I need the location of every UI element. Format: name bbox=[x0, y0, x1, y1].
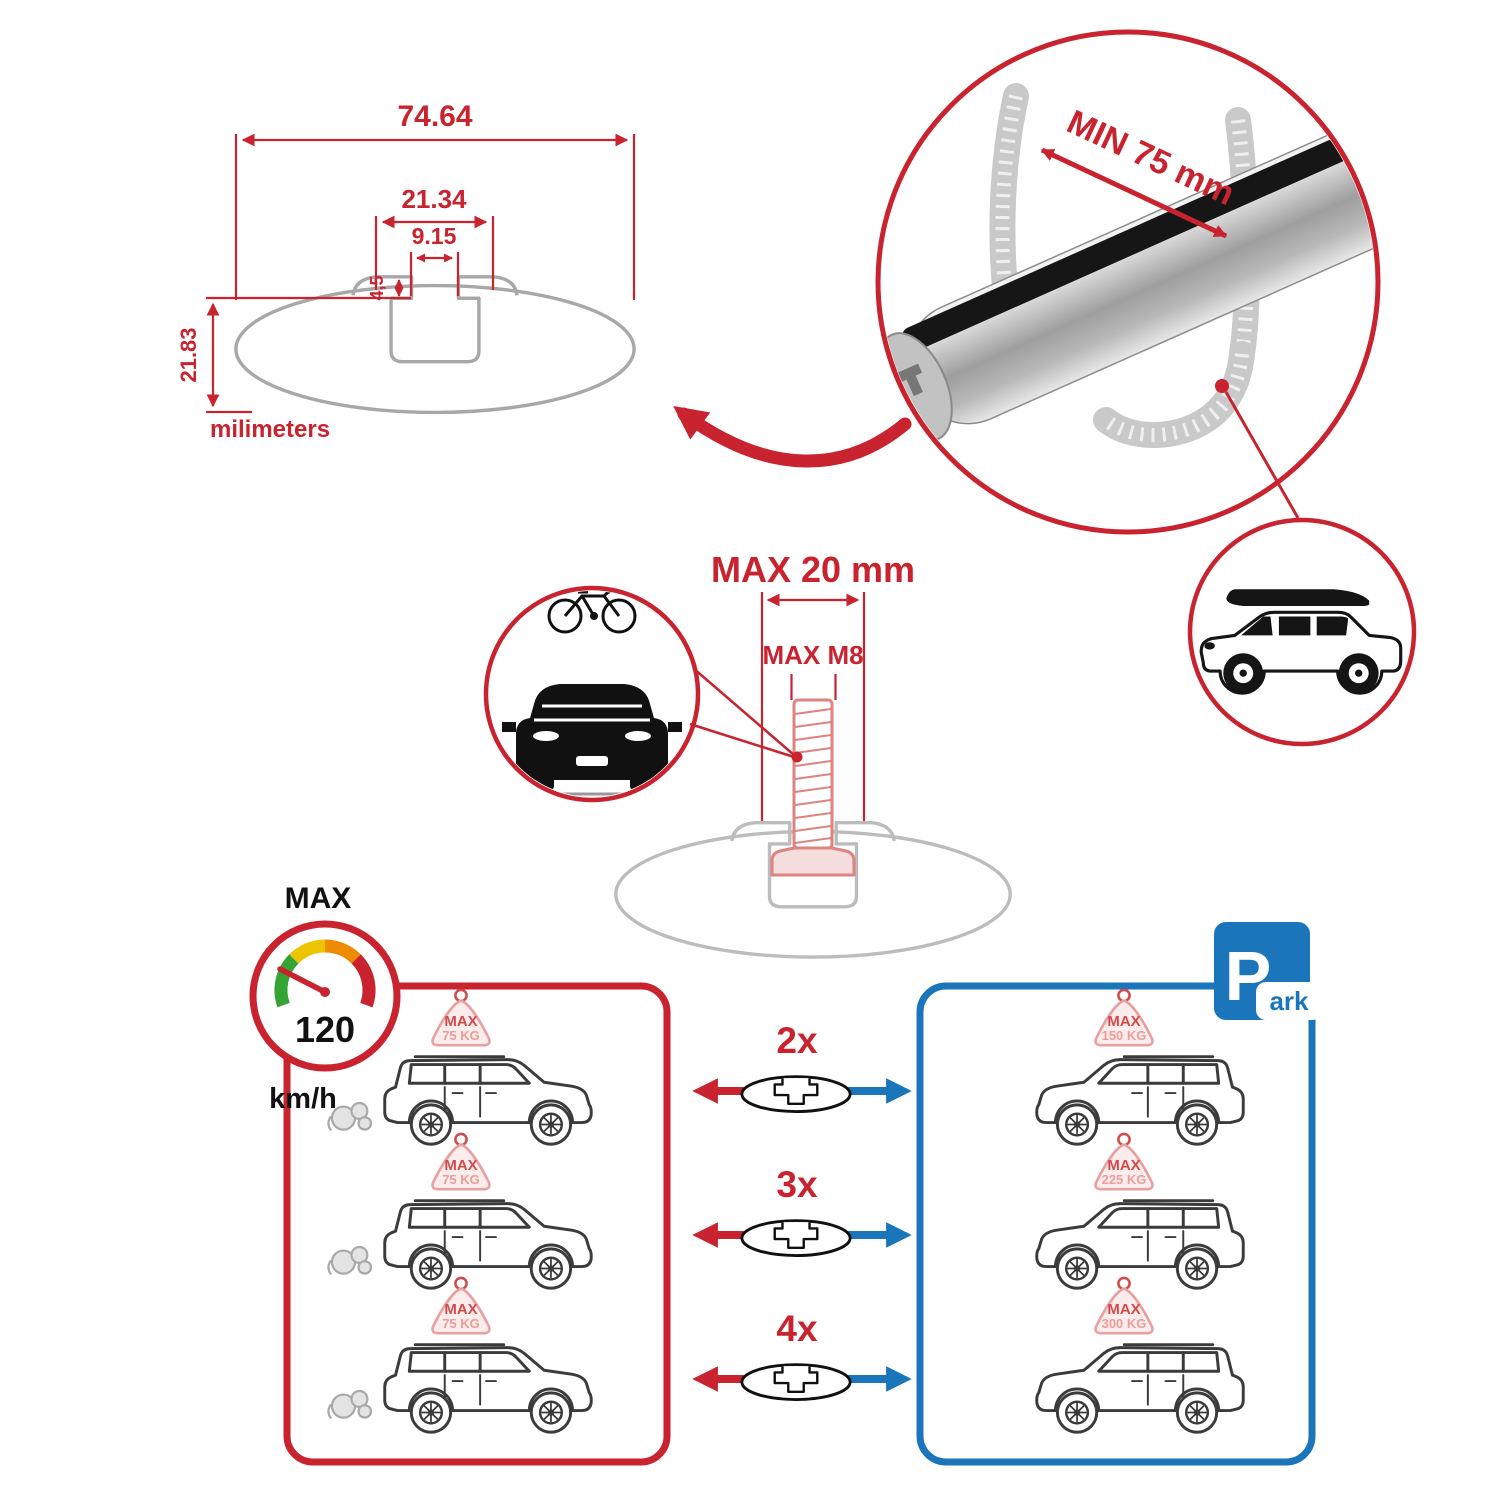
detail-arrow bbox=[673, 405, 912, 468]
badge-weight-label: 300 KG bbox=[1102, 1316, 1147, 1331]
ext-lines-channel-width bbox=[374, 216, 495, 290]
park-suffix: ark bbox=[1269, 986, 1309, 1016]
ext-lines-slot-width bbox=[409, 252, 460, 296]
max-thread-label: MAX M8 bbox=[762, 640, 863, 670]
bicycle bbox=[547, 591, 637, 634]
clamp-right-hook bbox=[1093, 341, 1255, 449]
bar-profile-icon bbox=[740, 1219, 852, 1257]
badge-weight-label: 75 KG bbox=[442, 1172, 480, 1187]
wheels bbox=[1223, 653, 1379, 694]
cross-section-diagram: 74.64 21.34 9.15 4,5 21.83 milimeters bbox=[176, 100, 636, 443]
dim-channel-width: 21.34 bbox=[401, 184, 467, 214]
bolt-threads bbox=[794, 708, 832, 844]
ext-lines-total-width bbox=[234, 134, 636, 300]
park-letter: P bbox=[1225, 937, 1272, 1015]
roofbox-car bbox=[1199, 589, 1403, 695]
ext-lines-20mm bbox=[760, 592, 866, 824]
badge-weight-label: 75 KG bbox=[442, 1028, 480, 1043]
bolt-t-head bbox=[770, 846, 856, 877]
speed-panel: MAX 75 KG MAX 75 KG MAX 75 KG bbox=[283, 982, 671, 1466]
callout-dot bbox=[1215, 379, 1229, 393]
ext-lines-m8 bbox=[790, 674, 837, 700]
headlight-right bbox=[625, 731, 651, 741]
bar-profile-icon bbox=[740, 1363, 852, 1401]
speed-value: 120 bbox=[295, 1009, 355, 1050]
conversion-rows: 2x 3x 4x bbox=[692, 1020, 912, 1401]
qty-label: 3x bbox=[776, 1164, 818, 1205]
bar-detail-circle: MIN 75 mm bbox=[875, 29, 1381, 535]
car-body bbox=[516, 684, 668, 780]
dim-total-width: 74.64 bbox=[397, 100, 472, 133]
qty-label: 4x bbox=[776, 1308, 818, 1349]
headlight-left bbox=[533, 731, 559, 741]
circle-connector-line bbox=[1224, 391, 1300, 519]
roof-box bbox=[1226, 589, 1370, 606]
min-span-arrow bbox=[1040, 147, 1228, 239]
park-sign-tab bbox=[1256, 982, 1322, 1020]
max-depth-label: MAX 20 mm bbox=[711, 549, 915, 590]
badge-max-label: MAX bbox=[1107, 1157, 1140, 1174]
badge-weight-label: 225 KG bbox=[1102, 1172, 1147, 1187]
badge-max-label: MAX bbox=[1107, 1301, 1140, 1318]
leader-line-top bbox=[692, 667, 795, 756]
bolt-diagram: MAX 20 mm MAX M8 bbox=[614, 549, 1012, 959]
speedometer: MAX 120 km/h bbox=[249, 882, 401, 1115]
needle-hub bbox=[320, 987, 330, 997]
gauge-arcs bbox=[274, 939, 376, 1008]
dim-step-height: 4,5 bbox=[367, 275, 387, 300]
end-face-slot bbox=[896, 363, 923, 397]
t-bolt bbox=[770, 698, 856, 877]
dim-slot-width: 9.15 bbox=[412, 223, 457, 249]
car-windows bbox=[1241, 616, 1349, 636]
license-plate bbox=[576, 756, 608, 766]
badge-max-label: MAX bbox=[444, 1157, 477, 1174]
badge-max-label: MAX bbox=[444, 1301, 477, 1318]
qty-label: 2x bbox=[776, 1020, 818, 1061]
circle-outline bbox=[483, 585, 701, 803]
dim-profile-height: 21.83 bbox=[176, 327, 201, 382]
park-panel: MAX 150 KG MAX 225 KG MAX 300 KG bbox=[916, 982, 1316, 1466]
roofbox-car-circle bbox=[1187, 517, 1417, 747]
leader-line-bottom bbox=[689, 722, 795, 759]
badge-max-label: MAX bbox=[1107, 1013, 1140, 1030]
headlight bbox=[1204, 642, 1215, 650]
clamp-left-thread bbox=[995, 94, 1023, 315]
gauge-needle bbox=[277, 966, 328, 995]
bike-car-circle bbox=[483, 585, 701, 803]
bar-profile-icon bbox=[740, 1075, 852, 1113]
badge-weight-label: 75 KG bbox=[442, 1316, 480, 1331]
bolt-callout-dot bbox=[791, 751, 803, 763]
speed-max-label: MAX bbox=[285, 882, 352, 915]
park-sign: P ark bbox=[1214, 922, 1322, 1020]
badge-max-label: MAX bbox=[444, 1013, 477, 1030]
units-label: milimeters bbox=[210, 416, 330, 443]
speed-units: km/h bbox=[269, 1083, 337, 1115]
badge-weight-label: 150 KG bbox=[1102, 1028, 1147, 1043]
circle-outline bbox=[1187, 517, 1417, 747]
circle-outline bbox=[875, 29, 1381, 535]
